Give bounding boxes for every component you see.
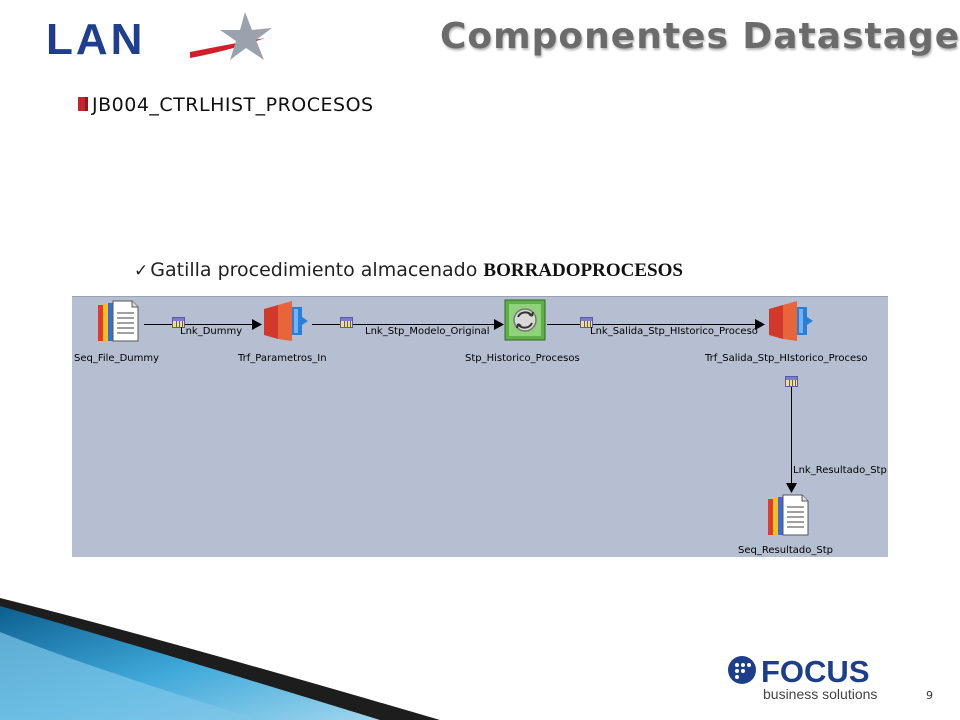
transformer-icon[interactable] [767,301,813,341]
link-label-salida-stp: Lnk_Salida_Stp_HIstorico_Proceso [590,326,758,337]
link-label-stp-modelo: Lnk_Stp_Modelo_Original [365,326,490,337]
link-line-resultado[interactable] [791,383,792,489]
job-canvas[interactable]: Lnk_Dummy Lnk_Stp_Modelo_Original Lnk_Sa… [72,296,888,557]
stage-label: Stp_Historico_Procesos [465,353,580,364]
procedure-name: BORRADOPROCESOS [483,260,683,281]
check-icon: ✓ [134,261,149,281]
link-marker-icon[interactable] [340,317,353,328]
stored-procedure-icon[interactable] [504,299,546,341]
page-number: 9 [926,689,933,702]
description-text: Gatilla procedimiento almacenado [150,259,484,281]
job-description: ✓Gatilla procedimiento almacenado BORRAD… [134,259,683,282]
focus-tagline-text: business solutions [763,686,877,702]
transformer-icon[interactable] [262,301,308,341]
bullet-marker [78,97,88,111]
focus-brand-text: FOCUS [761,654,870,689]
sequential-file-icon[interactable] [96,299,140,343]
link-line-salida-stp[interactable] [547,324,762,325]
link-marker-icon[interactable] [172,317,185,328]
stage-label: Seq_File_Dummy [74,353,160,364]
arrow-head-icon [755,319,765,330]
sequential-file-icon[interactable] [766,493,810,537]
footer-swoosh [0,598,440,720]
link-label-resultado: Lnk_Resultado_Stp [793,465,887,476]
link-marker-icon[interactable] [580,317,593,328]
job-name: JB004_CTRLHIST_PROCESOS [92,94,374,116]
stage-label: Seq_Resultado_Stp [738,545,833,556]
lan-logo-text: LAN [46,15,145,64]
stage-label: Trf_Salida_Stp_HIstorico_Proceso [705,353,868,364]
arrow-head-icon [252,319,262,330]
arrow-head-icon [786,483,797,493]
focus-logo: FOCUS business solutions [727,650,892,706]
stage-label: Trf_Parametros_In [238,353,327,364]
page-title: Componentes Datastage [440,16,960,57]
link-line-dummy[interactable] [144,324,259,325]
arrow-head-icon [494,319,504,330]
link-marker-icon[interactable] [785,376,798,387]
link-line-stp-modelo[interactable] [312,324,502,325]
lan-logo: LAN [40,8,290,70]
link-label-dummy: Lnk_Dummy [180,326,243,337]
